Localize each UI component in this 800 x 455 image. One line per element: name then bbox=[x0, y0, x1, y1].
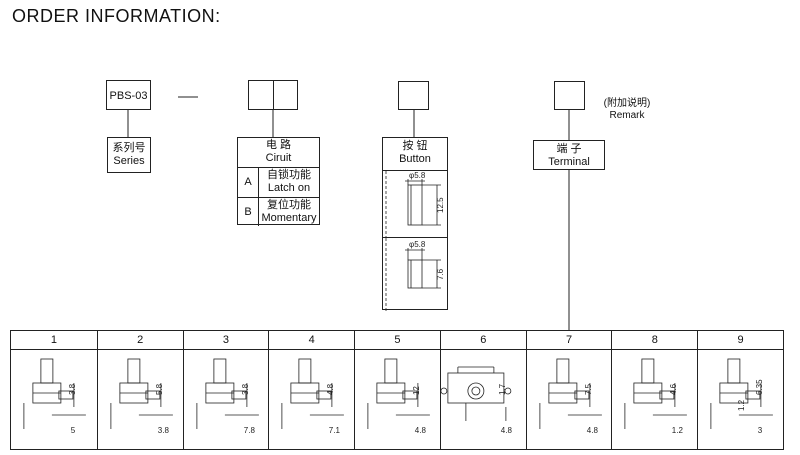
terminal-code-box bbox=[554, 81, 585, 110]
remark-cn: (附加说明) bbox=[603, 98, 651, 109]
button-box: 按 钮 Button φ5.8 12.5 bbox=[382, 137, 448, 312]
terminal-dimension: 1.2 bbox=[737, 399, 746, 411]
circuit-box: 电 路 Ciruit A 自锁功能 Latch on B 复位功能 Moment… bbox=[237, 137, 320, 226]
terminal-column: 3 3.8 7.8 bbox=[182, 331, 269, 449]
button-variant-2: φ5.8 7.6 bbox=[383, 238, 447, 312]
terminal-column-number: 4 bbox=[308, 334, 315, 346]
terminal-column: 9 6.35 3 1.2 bbox=[697, 331, 783, 449]
button-cn: 按 钮 bbox=[402, 140, 428, 152]
terminal-drawing: 4.8 7.1 bbox=[281, 358, 345, 435]
terminal-column: 4 4.8 7.1 bbox=[268, 331, 354, 449]
terminal-column-number: 7 bbox=[565, 334, 573, 346]
circuit-option-code: A bbox=[238, 168, 259, 197]
terminal-column-number: 5 bbox=[394, 334, 401, 346]
terminal-dimension: 4.8 bbox=[415, 426, 427, 435]
terminal-dimension: 3.8 bbox=[68, 383, 77, 395]
terminal-dimension: 3.8 bbox=[240, 383, 249, 395]
terminal-cn: 端 子 bbox=[556, 143, 582, 155]
terminal-drawing: 3.8 7.8 bbox=[196, 358, 259, 435]
terminal-dimension: 4.6 bbox=[669, 383, 678, 395]
circuit-option-b: B 复位功能 Momentary bbox=[238, 198, 319, 226]
button-header: 按 钮 Button bbox=[383, 140, 447, 171]
terminal-dimension: 1.2 bbox=[672, 426, 684, 435]
terminal-dimension: 6.35 bbox=[755, 379, 764, 395]
terminal-dimension: 5.8 bbox=[155, 383, 164, 395]
button-variant-2-height: 7.6 bbox=[436, 268, 445, 280]
terminal-dimension: 1.7 bbox=[498, 383, 507, 395]
terminal-dimension: 12 bbox=[412, 386, 421, 395]
terminal-en: Terminal bbox=[548, 156, 590, 168]
terminal-dimension: 4.8 bbox=[586, 426, 598, 435]
series-cn: 系列号 bbox=[112, 142, 146, 154]
circuit-option-b-cn: 复位功能 bbox=[267, 199, 311, 211]
button-variant-1-drawing: φ5.8 12.5 bbox=[385, 171, 445, 237]
terminal-drawing: 1.7 4.8 bbox=[440, 366, 513, 435]
terminal-dimension: 7.1 bbox=[329, 426, 341, 435]
circuit-option-b-en: Momentary bbox=[261, 212, 317, 224]
circuit-option-a-code: A bbox=[244, 176, 252, 188]
terminal-dimension: 7.8 bbox=[243, 426, 255, 435]
terminal-box: 端 子 Terminal bbox=[533, 140, 605, 170]
terminal-drawing: 124.8 bbox=[367, 358, 430, 435]
terminal-dimension: 4.8 bbox=[501, 426, 513, 435]
circuit-option-a: A 自锁功能 Latch on bbox=[238, 168, 319, 198]
button-en: Button bbox=[399, 153, 431, 165]
terminal-dimension: 7.5 bbox=[583, 383, 592, 395]
button-variant-2-drawing: φ5.8 7.6 bbox=[385, 238, 445, 312]
page-title: ORDER INFORMATION: bbox=[12, 6, 221, 26]
button-variant-1: φ5.8 12.5 bbox=[383, 171, 447, 238]
terminal-column-number: 6 bbox=[480, 334, 487, 346]
circuit-code-box bbox=[248, 80, 298, 110]
series-en: Series bbox=[113, 155, 145, 167]
circuit-en: Ciruit bbox=[265, 152, 292, 164]
circuit-option-a-cn: 自锁功能 bbox=[267, 169, 311, 181]
series-box: 系列号 Series bbox=[107, 137, 151, 173]
button-code-box bbox=[398, 81, 429, 110]
terminal-dimension: 3.8 bbox=[158, 426, 170, 435]
circuit-header: 电 路 Ciruit bbox=[238, 139, 319, 168]
terminal-column: 6 1.7 4.8 bbox=[439, 331, 526, 449]
terminal-table-header-rule bbox=[11, 349, 783, 350]
terminal-drawing: 4.6 1.2 bbox=[624, 358, 688, 435]
terminal-column: 7 7.5 4.8 bbox=[525, 331, 612, 449]
terminal-column-number: 3 bbox=[222, 334, 229, 346]
terminal-drawing: 5.8 3.8 bbox=[110, 358, 173, 435]
terminal-column: 8 4.6 1.2 bbox=[611, 331, 697, 449]
button-variant-2-diameter: φ5.8 bbox=[409, 240, 426, 249]
terminal-drawing: 6.35 3 1.2 bbox=[710, 358, 774, 435]
series-code-box: PBS-03 bbox=[106, 80, 151, 110]
remark-en: Remark bbox=[609, 110, 645, 121]
terminal-drawing: 7.5 4.8 bbox=[539, 358, 602, 435]
terminal-column-number: 8 bbox=[651, 334, 658, 346]
series-code-text: PBS-03 bbox=[109, 90, 148, 102]
terminal-dimension: 5 bbox=[71, 426, 76, 435]
circuit-option-a-en: Latch on bbox=[267, 182, 311, 194]
terminal-dimension: 3 bbox=[758, 426, 763, 435]
terminal-column: 2 5.8 3.8 bbox=[96, 331, 183, 449]
circuit-option-b-code: B bbox=[244, 206, 252, 218]
terminal-dimension: 4.8 bbox=[326, 383, 335, 395]
circuit-option-code: B bbox=[238, 198, 259, 226]
terminal-column-number: 9 bbox=[737, 334, 744, 346]
circuit-cn: 电 路 bbox=[265, 139, 292, 151]
circuit-code-divider bbox=[273, 81, 274, 109]
terminal-column-number: 1 bbox=[50, 334, 57, 346]
button-variant-1-diameter: φ5.8 bbox=[409, 171, 426, 180]
button-variant-1-height: 12.5 bbox=[436, 197, 445, 213]
terminal-column-number: 2 bbox=[137, 334, 144, 346]
terminal-drawing: 3.85 bbox=[23, 358, 86, 435]
